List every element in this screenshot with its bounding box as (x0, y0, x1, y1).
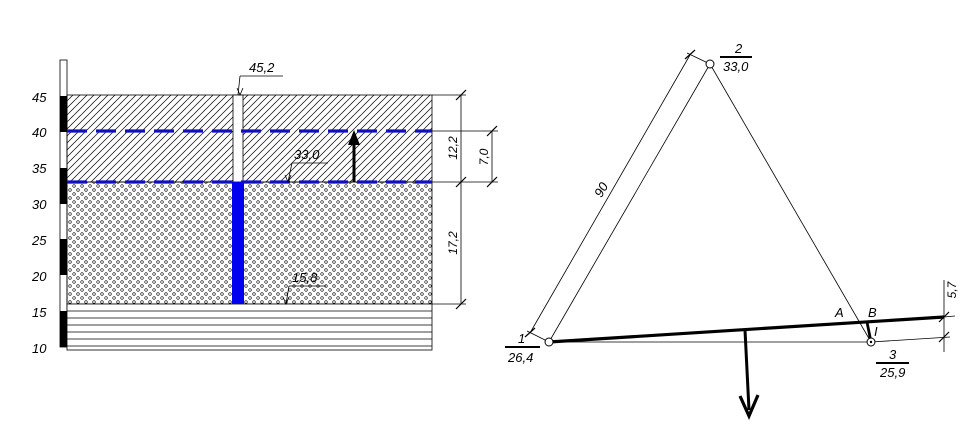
well-node-2 (705, 59, 715, 69)
scale-label-10: 10 (32, 341, 47, 356)
node-2-number: 2 (734, 41, 743, 56)
well-node-1 (544, 337, 554, 347)
well-casing (232, 94, 244, 183)
dim-label-12-2: 12,2 (446, 136, 460, 160)
top-elevation-label: 45,2 (249, 60, 275, 75)
scale-label-20: 20 (31, 269, 47, 284)
drop-label: 5,7 (945, 280, 959, 298)
node-3-value: 25,9 (879, 365, 905, 380)
triangle (548, 63, 872, 343)
cross-section: 45 40 35 30 25 20 15 10 (31, 59, 498, 356)
well-node-3-center (869, 340, 873, 344)
bottom-elevation-mark (282, 285, 326, 306)
point-b-label: B (868, 305, 877, 320)
scale-label-35: 35 (32, 161, 47, 176)
bottom-elevation-label: 15,8 (292, 270, 318, 285)
bedrock-layer (66, 303, 433, 351)
node-1-number: 1 (518, 331, 525, 346)
water-elevation-label: 33,0 (294, 147, 320, 162)
flow-direction-arrow (738, 329, 760, 420)
sand-layer (66, 181, 433, 305)
point-i-label: I (874, 324, 878, 339)
drop-dimension (870, 280, 956, 352)
node-3-number: 3 (889, 347, 897, 362)
well-water-column (232, 182, 244, 304)
dim-label-7-0: 7,0 (477, 148, 491, 165)
scale-label-40: 40 (32, 125, 47, 140)
scale-label-30: 30 (32, 197, 47, 212)
dim-label-17-2: 17,2 (446, 231, 460, 255)
water-elevation-mark (284, 162, 328, 184)
scale-label-45: 45 (32, 90, 47, 105)
rise-arrow (348, 130, 360, 182)
side-dimension (524, 49, 711, 343)
top-elevation-mark (236, 75, 283, 97)
contour-line (548, 315, 945, 344)
scale-label-25: 25 (31, 233, 47, 248)
node-1-value: 26,4 (507, 350, 533, 365)
dimension-lines (432, 89, 498, 310)
node-2-value: 33,0 (723, 59, 749, 74)
clay-layer (66, 94, 433, 183)
scale-bar (59, 59, 68, 348)
scale-label-15: 15 (32, 305, 47, 320)
point-a-label: A (834, 305, 844, 320)
triangle-scheme: 90 5,7 1 26,4 2 33,0 3 (505, 41, 959, 420)
